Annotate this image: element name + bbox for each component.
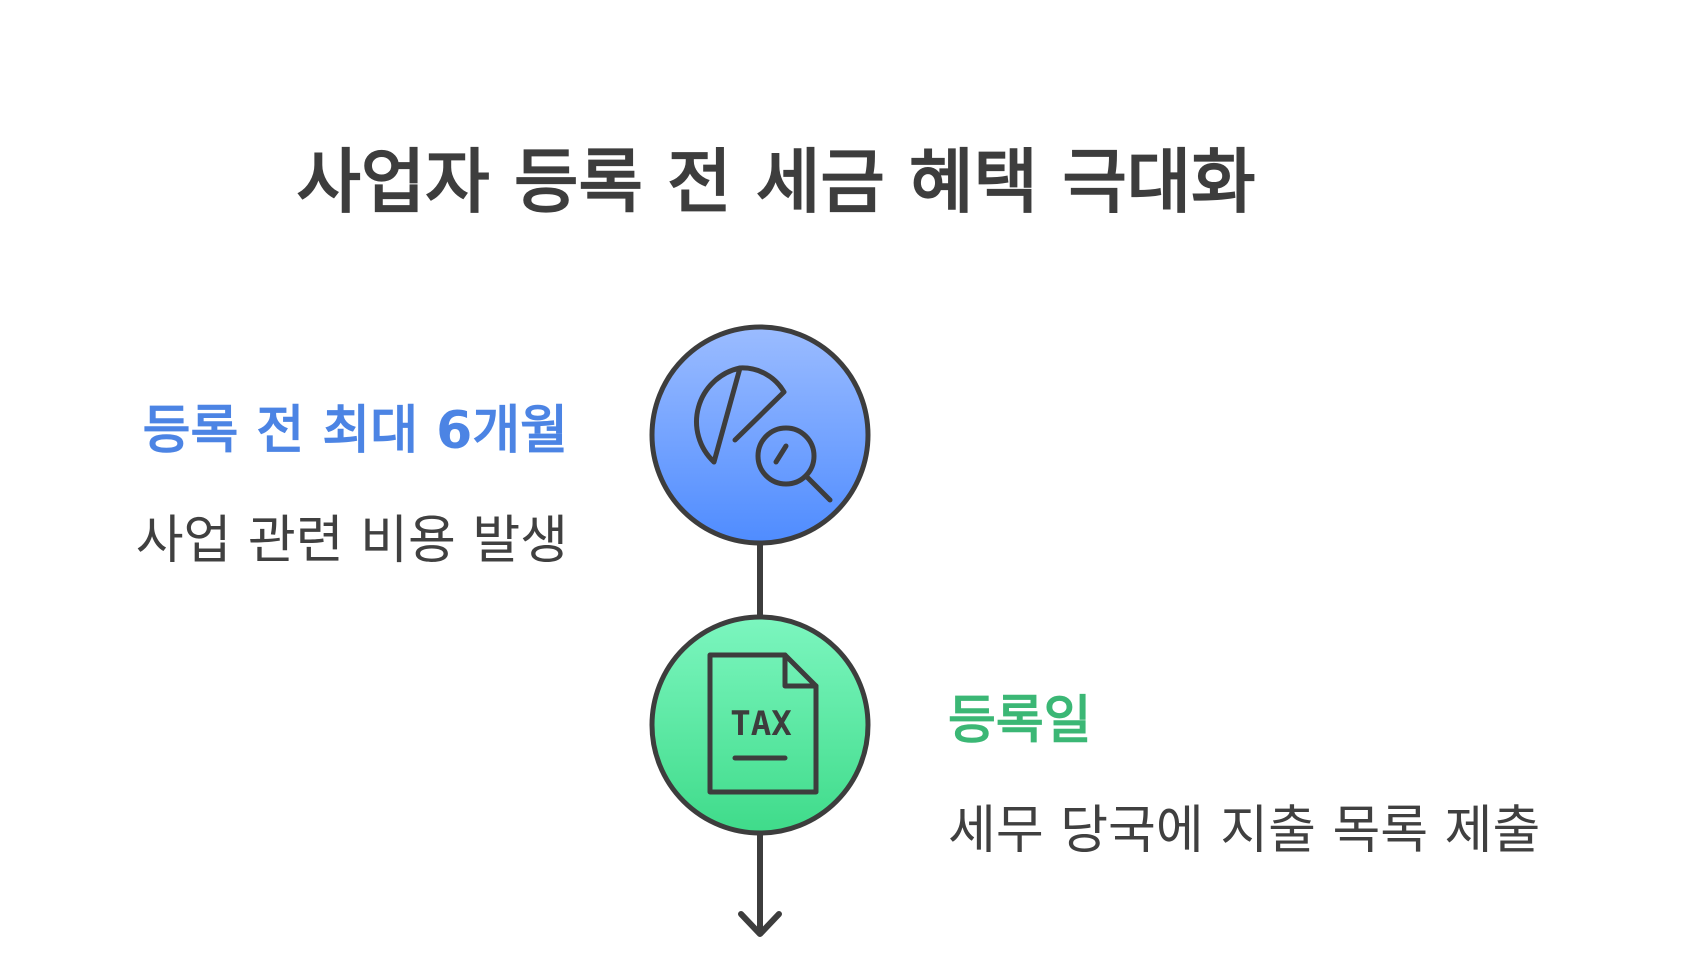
magnifier-glint	[773, 443, 789, 465]
tax-icon-text: TAX	[730, 704, 792, 744]
arrow-head-icon	[738, 911, 782, 937]
tax-document-icon	[707, 652, 819, 795]
step-1-title: 등록 전 최대 6개월	[142, 401, 568, 461]
pie-slice-left	[694, 365, 743, 465]
pie-chart-magnifier-icon	[694, 365, 833, 503]
magnifier-handle	[803, 473, 833, 503]
step-2-title: 등록일	[948, 691, 1092, 751]
document-fold	[782, 652, 819, 689]
magnifier-lens	[755, 425, 817, 487]
step-1-node	[649, 324, 871, 546]
document-outline	[707, 652, 819, 795]
page-title: 사업자 등록 전 세금 혜택 극대화	[296, 141, 1256, 223]
pie-slice-right	[732, 365, 787, 443]
step-2-node: TAX	[649, 614, 871, 836]
step-1-description: 사업 관련 비용 발생	[135, 511, 568, 571]
step-1-circle	[649, 324, 871, 546]
step-2-description: 세무 당국에 지출 목록 제출	[948, 801, 1541, 861]
